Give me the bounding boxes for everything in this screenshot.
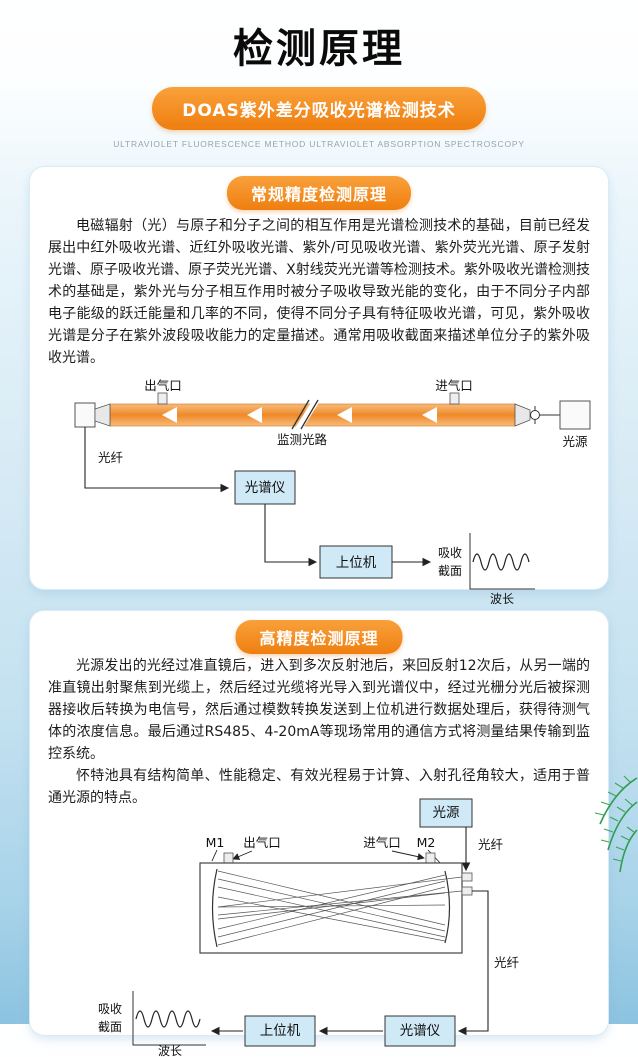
- standard-title-pill: 常规精度检测原理: [226, 176, 412, 210]
- host-computer-box: [319, 545, 393, 579]
- absorption-curve: [135, 1010, 201, 1028]
- monitor-path-label: 监测光路: [277, 432, 328, 447]
- palm-leaf-decoration: [594, 775, 638, 873]
- high-precision-card: 高精度检测原理 光源发出的光经过准直镜后，进入到多次反射池后，来回反射12次后，…: [30, 611, 608, 1057]
- standard-precision-card: 常规精度检测原理 电磁辐射（光）与原子和分子之间的相互作用是光谱检测技术的基础，…: [30, 167, 608, 606]
- banner-row: DOAS紫外差分吸收光谱检测技术: [0, 87, 638, 130]
- fiber-line-bottom: [457, 890, 489, 1036]
- high-diagram: 光源 光纤 M1 出气口 进气口 M2: [98, 798, 520, 1057]
- fiber-label: 光纤: [98, 450, 124, 465]
- spectrometer-label: 光谱仪: [245, 480, 286, 496]
- light-source-label: 光源: [562, 434, 588, 449]
- light-source-box: [559, 400, 591, 430]
- high-paragraph-1: 光源发出的光经过准直镜后，进入到多次反射池后，来回反射12次后，从另一端的准直镜…: [48, 658, 590, 762]
- inlet-port: [425, 852, 436, 864]
- absorption-label-line2: 截面: [98, 1020, 122, 1034]
- spectrometer-to-host-line: [264, 504, 318, 567]
- fiber-top-label: 光纤: [478, 837, 504, 852]
- outlet-port: [157, 392, 168, 405]
- spectrometer-label: 光谱仪: [400, 1023, 441, 1039]
- cell-output-tab: [461, 886, 473, 896]
- outlet-label: 出气口: [243, 835, 281, 850]
- standard-paragraph: 电磁辐射（光）与原子和分子之间的相互作用是光谱检测技术的基础，目前已经发展出中红…: [48, 218, 590, 366]
- white-cell: [199, 862, 463, 954]
- inlet-label: 进气口: [435, 378, 473, 393]
- m2-label: M2: [417, 835, 436, 850]
- source-coupler: [514, 400, 591, 430]
- mirror-m1: [211, 868, 218, 948]
- spectrometer-box: [234, 470, 296, 505]
- high-paragraph-2: 怀特池具有结构简单、性能稳定、有效光程易于计算、入射孔径角较大，适用于普通光源的…: [48, 768, 590, 806]
- absorption-label-line1: 吸收: [438, 546, 462, 560]
- inlet-port: [449, 392, 460, 405]
- host-computer-label: 上位机: [336, 555, 377, 571]
- cell-input-tab: [461, 872, 473, 882]
- wavelength-label: 波长: [490, 592, 514, 606]
- fiber-bottom-label: 光纤: [494, 955, 520, 970]
- absorption-label-line2: 截面: [438, 564, 462, 578]
- flow-arrows: [162, 407, 437, 423]
- m1-label: M1: [206, 835, 225, 850]
- absorption-label-line1: 吸收: [98, 1002, 122, 1016]
- fiber-line: [84, 427, 230, 493]
- host-computer-label: 上位机: [260, 1023, 301, 1039]
- light-source-label: 光源: [433, 805, 460, 821]
- light-source-box: [419, 798, 473, 828]
- standard-diagram: 出气口 进气口 监测光路 光源 光纤 光谱仪 上位机 吸收 截面 波长: [74, 378, 591, 606]
- absorption-curve: [472, 553, 530, 571]
- mirror-m2: [444, 870, 451, 944]
- inlet-label: 进气口: [363, 835, 401, 850]
- detector-box: [74, 402, 111, 428]
- subtitle-en: ULTRAVIOLET FLUORESCENCE METHOD ULTRAVIO…: [113, 139, 525, 149]
- doas-banner: DOAS紫外差分吸收光谱检测技术: [152, 87, 486, 130]
- outlet-label: 出气口: [144, 378, 182, 393]
- page-title: 检测原理: [233, 26, 405, 72]
- absorption-axis: [469, 533, 535, 590]
- tube-break: [291, 399, 320, 430]
- outlet-port: [223, 852, 234, 864]
- reflection-rays: [217, 870, 463, 946]
- wavelength-label: 波长: [158, 1044, 182, 1057]
- high-title-pill: 高精度检测原理: [235, 620, 403, 654]
